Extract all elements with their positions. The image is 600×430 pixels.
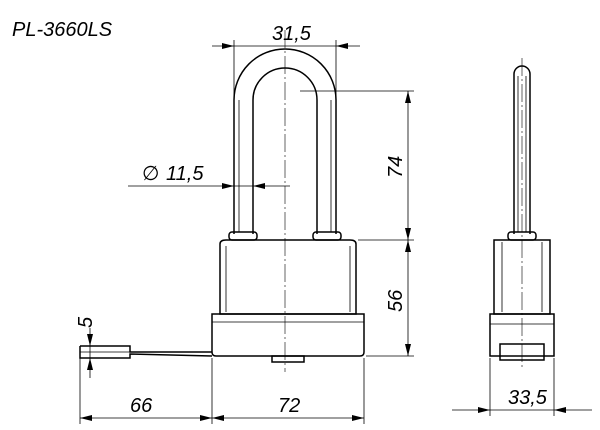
lock-body xyxy=(219,239,357,315)
dim-body-height: 56 xyxy=(366,240,414,357)
dim-key-length: 66 xyxy=(79,358,213,424)
lock-body-base xyxy=(211,313,365,357)
dim-key-thickness: 5 xyxy=(75,316,97,378)
side-view xyxy=(489,58,555,370)
diameter-symbol: ∅ xyxy=(142,163,159,185)
dim-label-key-length: 66 xyxy=(130,395,153,417)
dim-label-shackle-diameter: 11,5 xyxy=(166,163,204,185)
dim-shackle-diameter: ∅ 11,5 xyxy=(128,163,290,189)
dim-label-body-depth: 33,5 xyxy=(508,387,548,409)
dim-label-body-width: 72 xyxy=(278,395,300,417)
dim-label-body-height: 56 xyxy=(385,289,407,312)
dim-label-shackle-width: 31,5 xyxy=(272,23,312,45)
dim-label-shackle-height: 74 xyxy=(385,156,407,178)
dim-body-depth: 33,5 xyxy=(452,358,592,416)
dim-shackle-width: 31,5 xyxy=(212,23,360,98)
dim-body-width: 72 xyxy=(212,358,365,424)
model-title: PL-3660LS xyxy=(12,19,113,41)
shackle-outer xyxy=(233,48,337,234)
front-view xyxy=(79,30,365,372)
dim-shackle-height: 74 xyxy=(300,90,414,241)
key xyxy=(79,345,213,359)
keyhole-cylinder xyxy=(271,355,305,363)
dim-label-key-thickness: 5 xyxy=(75,316,97,328)
